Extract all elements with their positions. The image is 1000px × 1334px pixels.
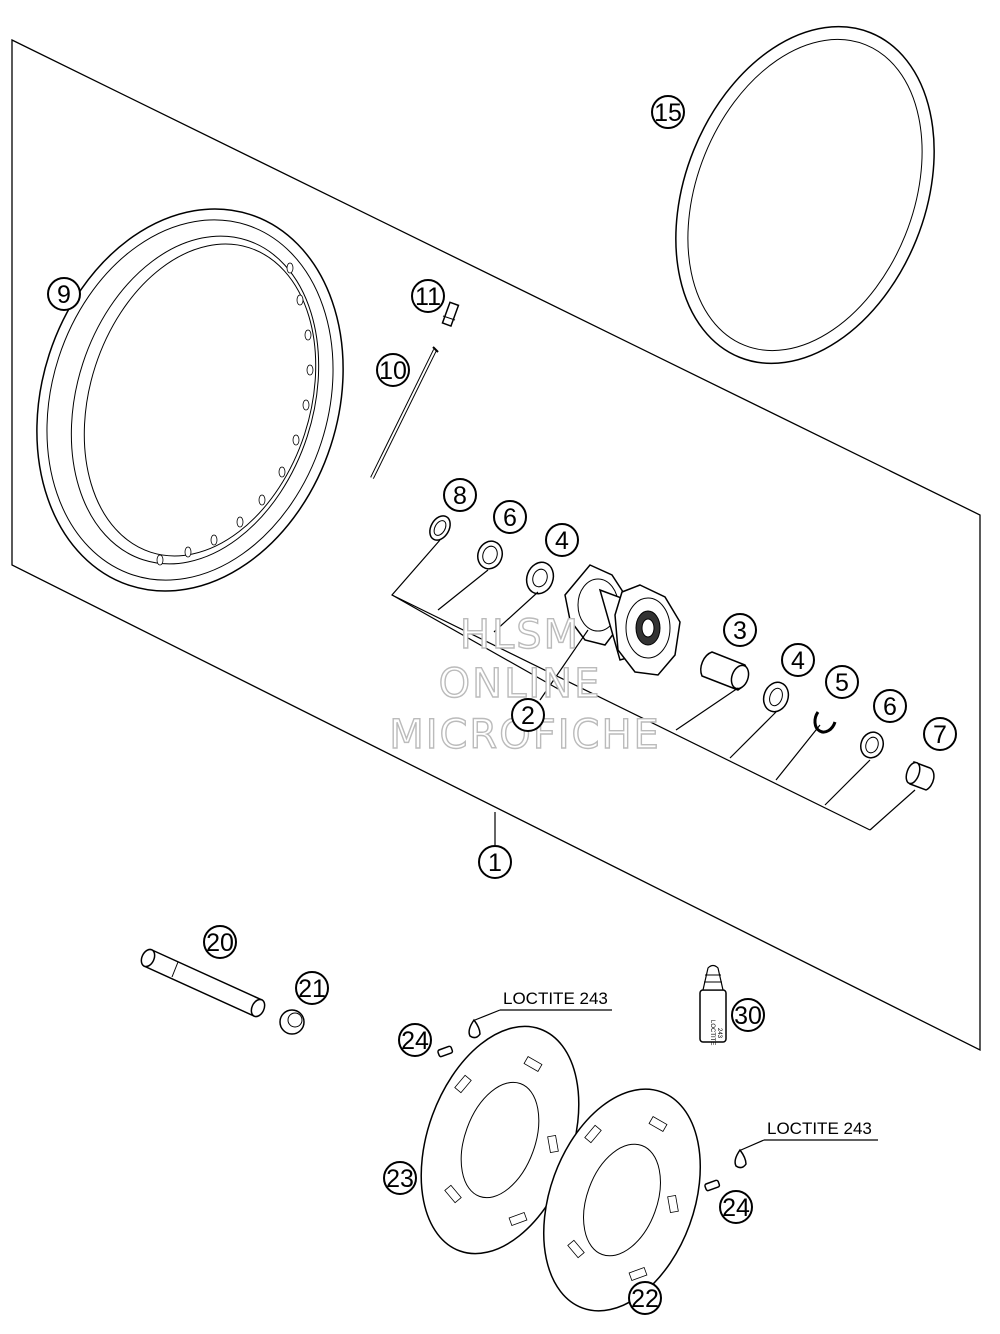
assembly-group-outline [11, 38, 981, 1052]
callout-20: 20 [203, 925, 237, 959]
callout-24-left: 24 [398, 1023, 432, 1057]
bottle-label-text: LOCTITE [709, 1020, 715, 1045]
svg-text:5: 5 [835, 669, 849, 697]
axle-part [140, 948, 266, 1018]
callout-4-left: 4 [545, 523, 579, 557]
callout-8: 8 [443, 478, 477, 512]
callout-1: 1 [478, 845, 512, 879]
svg-text:4: 4 [791, 647, 805, 675]
svg-text:6: 6 [883, 693, 897, 721]
callout-3: 3 [723, 613, 757, 647]
hub-part [564, 564, 681, 676]
callout-7: 7 [923, 717, 957, 751]
loctite-note-right: LOCTITE 243 [767, 1119, 872, 1138]
seal-6-left-part [476, 540, 504, 570]
brake-disc-23-part [420, 1025, 580, 1255]
callout-5: 5 [825, 665, 859, 699]
svg-text:1: 1 [488, 849, 502, 877]
svg-text:7: 7 [933, 721, 947, 749]
svg-text:11: 11 [415, 283, 441, 311]
svg-text:10: 10 [379, 357, 407, 385]
loctite-drop-right-icon [734, 1139, 878, 1169]
svg-text:23: 23 [386, 1165, 414, 1193]
svg-text:21: 21 [298, 975, 326, 1003]
spoke-nipple-part [441, 301, 460, 328]
disc-bolt-left-part [437, 1045, 454, 1058]
circlip-5-part [813, 711, 837, 734]
bearing-4-left-part [525, 561, 555, 595]
watermark: HLSM ONLINE MICROFICHE [388, 611, 659, 758]
callout-6-left: 6 [493, 500, 527, 534]
bearing-4-right-part [762, 681, 790, 713]
bottle-label-number: 243 [716, 1028, 722, 1039]
watermark-line-1: HLSM [460, 612, 580, 658]
loctite-note-left: LOCTITE 243 [503, 989, 608, 1008]
svg-text:22: 22 [631, 1285, 659, 1313]
svg-text:4: 4 [555, 527, 569, 555]
spacer-tube-3-part [700, 651, 750, 691]
callout-23: 23 [383, 1161, 417, 1195]
rim-band-part [675, 25, 935, 365]
spacer-8-part [429, 515, 451, 541]
callout-4-right: 4 [781, 643, 815, 677]
svg-text:24: 24 [401, 1027, 429, 1055]
rim-part [36, 208, 344, 592]
brake-disc-22-part [542, 1088, 702, 1312]
svg-text:15: 15 [654, 99, 682, 127]
callout-24-right: 24 [719, 1190, 753, 1224]
watermark-line-2: ONLINE [439, 661, 602, 707]
svg-text:3: 3 [733, 617, 747, 645]
callout-10: 10 [376, 353, 410, 387]
loctite-drop-left-icon [468, 1009, 612, 1039]
svg-text:24: 24 [722, 1194, 750, 1222]
svg-text:9: 9 [57, 281, 71, 309]
callout-15: 15 [651, 95, 685, 129]
axle-nut-part [279, 1009, 305, 1035]
spoke-part [370, 346, 439, 479]
leader-lines [391, 539, 916, 845]
callout-11: 11 [411, 279, 445, 313]
callout-9: 9 [47, 277, 81, 311]
svg-text:20: 20 [206, 929, 234, 957]
svg-text:8: 8 [453, 482, 467, 510]
seal-6-right-part [859, 731, 885, 759]
spacer-7-part [905, 760, 935, 791]
svg-text:30: 30 [734, 1002, 762, 1030]
callout-21: 21 [295, 971, 329, 1005]
svg-text:6: 6 [503, 504, 517, 532]
callout-22: 22 [628, 1281, 662, 1315]
callout-30: 30 [731, 998, 765, 1032]
disc-bolt-right-part [704, 1179, 721, 1192]
svg-text:2: 2 [521, 702, 535, 730]
callout-2: 2 [511, 698, 545, 732]
loctite-bottle-part: LOCTITE 243 [699, 964, 727, 1045]
callout-6-right: 6 [873, 689, 907, 723]
